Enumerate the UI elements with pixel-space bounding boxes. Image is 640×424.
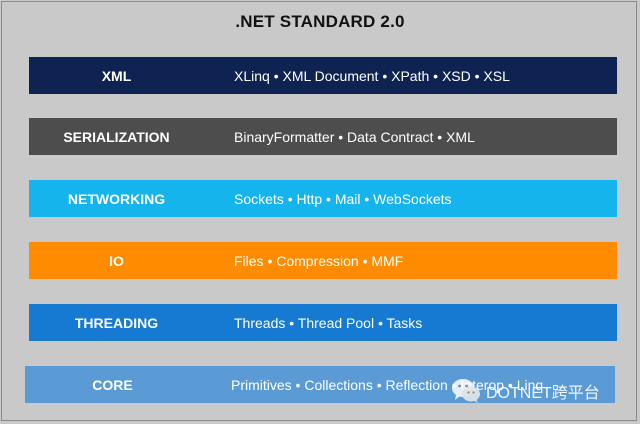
layer-xml: XML XLinq • XML Document • XPath • XSD •… (29, 57, 617, 94)
layer-io: IO Files • Compression • MMF (29, 242, 617, 279)
layer-name: SERIALIZATION (63, 128, 170, 145)
layer-items: Threads • Thread Pool • Tasks (234, 314, 423, 331)
layer-name: IO (109, 252, 124, 269)
layer-items: BinaryFormatter • Data Contract • XML (234, 128, 475, 145)
layer-items: XLinq • XML Document • XPath • XSD • XSL (234, 67, 510, 84)
layer-items: Sockets • Http • Mail • WebSockets (234, 190, 452, 207)
diagram-title: .NET STANDARD 2.0 (235, 12, 405, 31)
layer-items: Files • Compression • MMF (234, 252, 404, 269)
layer-name: NETWORKING (67, 190, 166, 207)
layer-name: XML (101, 67, 132, 84)
layer-name: CORE (92, 376, 133, 393)
watermark: DOTNET跨平台 (450, 376, 600, 406)
watermark-text: DOTNET跨平台 (486, 385, 600, 402)
wechat-icon (452, 379, 480, 403)
layer-name: THREADING (74, 314, 159, 331)
layer-threading: THREADING Threads • Thread Pool • Tasks (29, 304, 617, 341)
layer-networking: NETWORKING Sockets • Http • Mail • WebSo… (29, 180, 617, 217)
layer-serialization: SERIALIZATION BinaryFormatter • Data Con… (29, 118, 617, 155)
